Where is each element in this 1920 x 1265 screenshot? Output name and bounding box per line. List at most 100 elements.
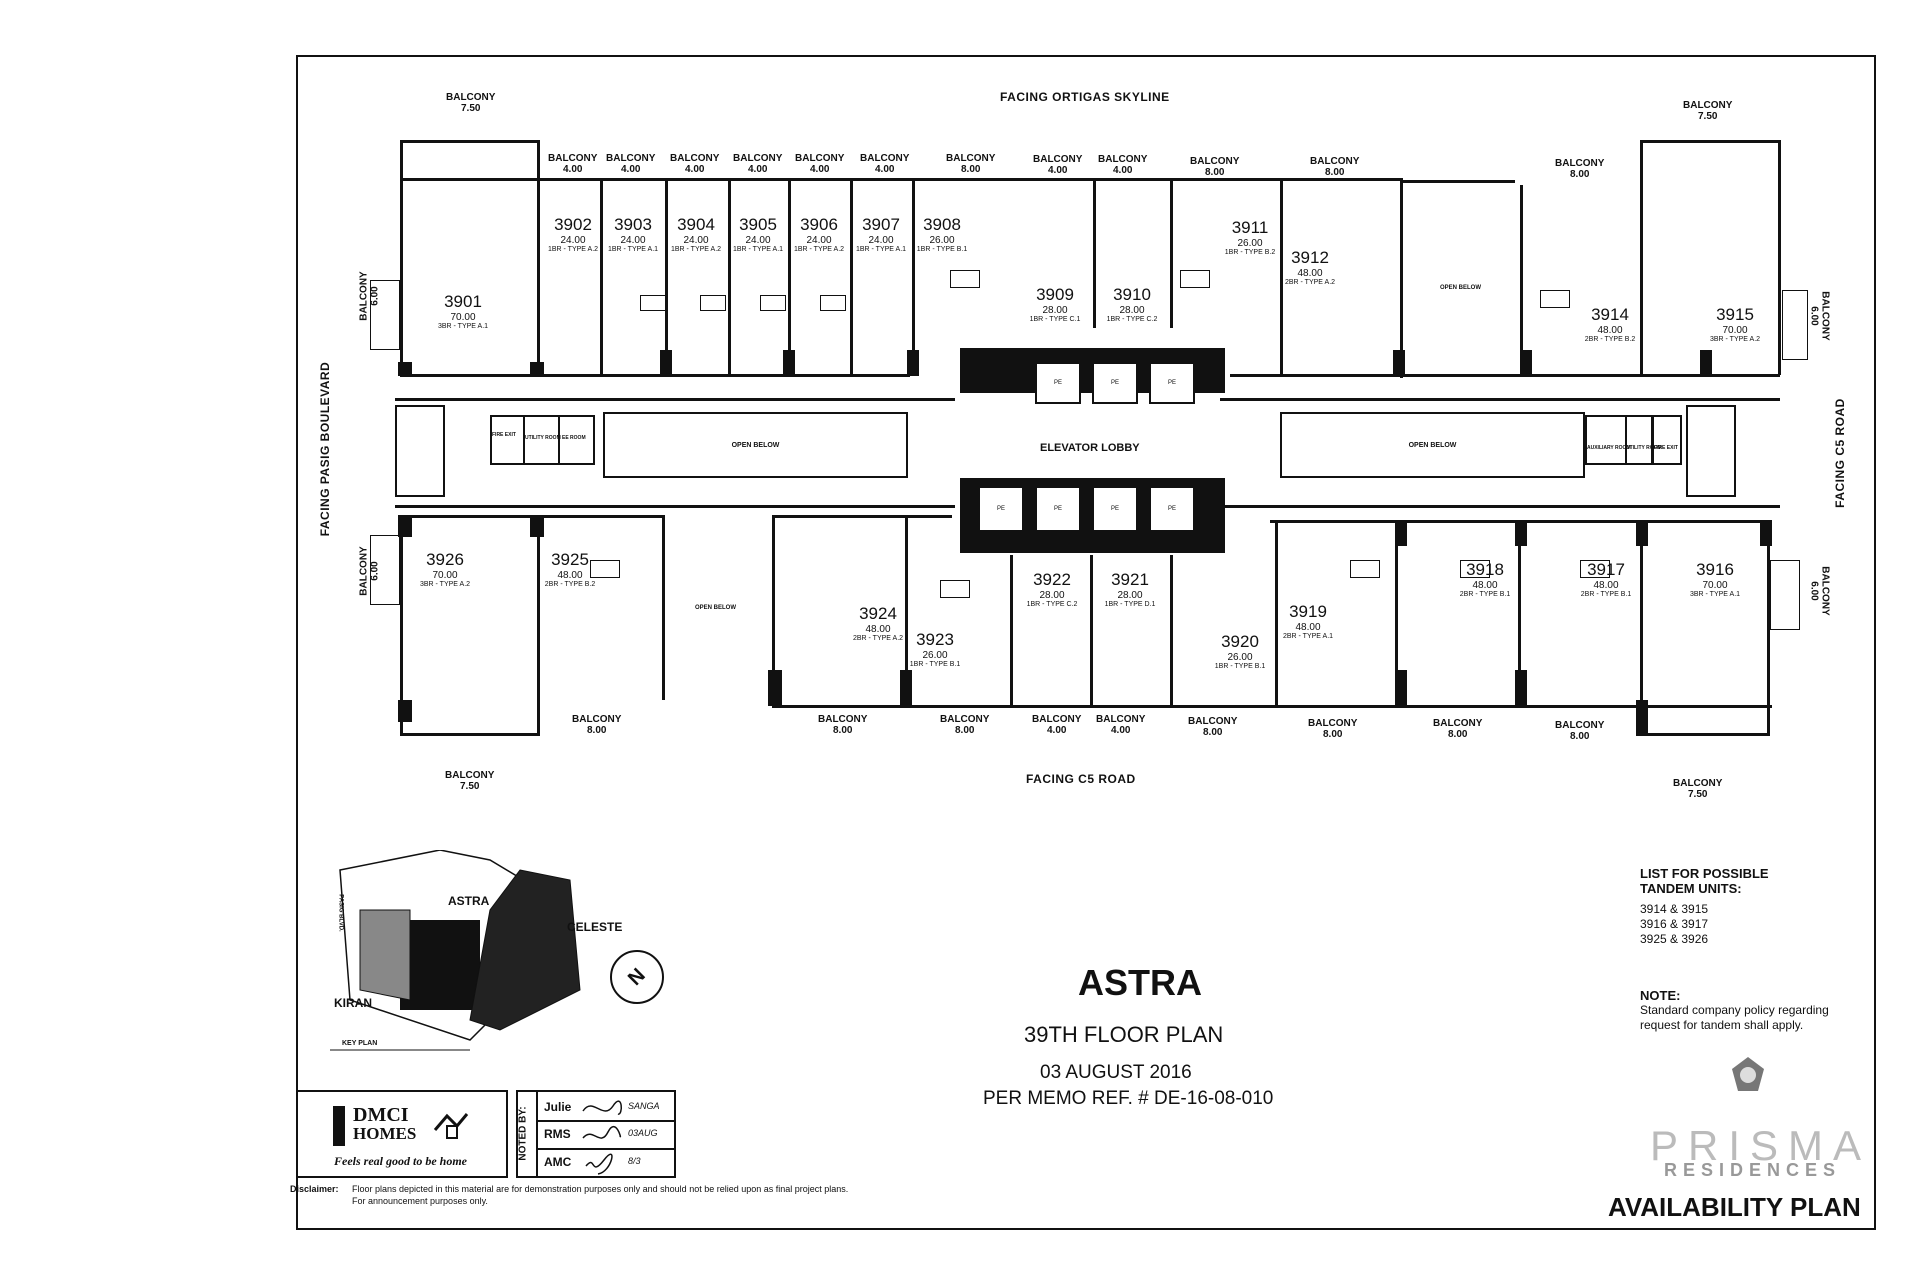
right-stair xyxy=(1686,405,1736,497)
unit-3924[interactable]: 3924 48.00 2BR - TYPE A.2 xyxy=(848,604,908,642)
unit-3926[interactable]: 3926 70.00 3BR - TYPE A.2 xyxy=(410,550,480,588)
note-heading: NOTE: xyxy=(1640,988,1681,1003)
unit-type: 2BR - TYPE A.2 xyxy=(852,635,904,642)
wall xyxy=(537,515,540,735)
tandem-item: 3916 & 3917 xyxy=(1640,917,1709,931)
unit-type: 1BR - TYPE B.1 xyxy=(909,661,961,668)
column xyxy=(900,670,912,706)
tandem-item: 3925 & 3926 xyxy=(1640,932,1709,946)
utility-room-right xyxy=(1625,415,1653,465)
elevator-label: PE xyxy=(1053,380,1062,386)
unit-3908[interactable]: 3908 26.00 1BR - TYPE B.1 xyxy=(914,215,970,253)
wall xyxy=(1230,374,1780,377)
column xyxy=(1515,520,1527,546)
unit-area: 28.00 xyxy=(1039,590,1065,601)
unit-3911[interactable]: 3911 26.00 1BR - TYPE B.2 xyxy=(1220,218,1280,256)
tandem-item: 3914 & 3915 xyxy=(1640,902,1709,916)
wall xyxy=(772,515,775,708)
unit-number: 3903 xyxy=(614,215,652,234)
unit-3919[interactable]: 3919 48.00 2BR - TYPE A.1 xyxy=(1278,602,1338,640)
column xyxy=(1636,520,1648,546)
elevator-label: PE xyxy=(1110,380,1119,386)
unit-3910[interactable]: 3910 28.00 1BR - TYPE C.2 xyxy=(1102,285,1162,323)
unit-3901[interactable]: 3901 70.00 3BR - TYPE A.1 xyxy=(428,292,498,330)
left-stair xyxy=(395,405,445,497)
disclaimer-line1: Floor plans depicted in this material ar… xyxy=(352,1184,849,1194)
fixture xyxy=(1180,270,1210,288)
unit-3917[interactable]: 3917 48.00 2BR - TYPE B.1 xyxy=(1576,560,1636,598)
wall xyxy=(1640,140,1780,143)
wall xyxy=(1778,140,1781,375)
unit-3923[interactable]: 3923 26.00 1BR - TYPE B.1 xyxy=(905,630,965,668)
key-plan-kiran: KIRAN xyxy=(334,996,372,1010)
unit-3921[interactable]: 3921 28.00 1BR - TYPE D.1 xyxy=(1100,570,1160,608)
unit-3920[interactable]: 3920 26.00 1BR - TYPE B.1 xyxy=(1210,632,1270,670)
unit-type: 3BR - TYPE A.1 xyxy=(437,323,489,330)
wall xyxy=(400,140,403,375)
column xyxy=(783,350,795,376)
note-text: Standard company policy regarding reques… xyxy=(1640,1003,1829,1032)
unit-3918[interactable]: 3918 48.00 2BR - TYPE B.1 xyxy=(1455,560,1515,598)
unit-area: 28.00 xyxy=(1117,590,1143,601)
fixture xyxy=(820,295,846,311)
fire-exit-label-right: FIRE EXIT xyxy=(1654,445,1678,451)
fixture xyxy=(1580,560,1610,578)
unit-3914[interactable]: 3914 48.00 2BR - TYPE B.2 xyxy=(1580,305,1640,343)
unit-number: 3914 xyxy=(1591,305,1629,324)
unit-3904[interactable]: 3904 24.00 1BR - TYPE A.2 xyxy=(668,215,724,253)
unit-area: 24.00 xyxy=(683,235,709,246)
fixture xyxy=(590,560,620,578)
unit-area: 48.00 xyxy=(1593,580,1619,591)
wall xyxy=(788,178,791,374)
fixture xyxy=(940,580,970,598)
open-below-label-lower: OPEN BELOW xyxy=(695,605,737,611)
unit-type: 1BR - TYPE A.1 xyxy=(855,246,907,253)
wall xyxy=(1280,178,1283,374)
unit-3912[interactable]: 3912 48.00 2BR - TYPE A.2 xyxy=(1280,248,1340,286)
disclaimer-label: Disclaimer: xyxy=(290,1184,339,1194)
unit-3925[interactable]: 3925 48.00 2BR - TYPE B.2 xyxy=(540,550,600,588)
unit-3915[interactable]: 3915 70.00 3BR - TYPE A.2 xyxy=(1700,305,1770,343)
unit-3916[interactable]: 3916 70.00 3BR - TYPE A.1 xyxy=(1680,560,1750,598)
unit-type: 1BR - TYPE B.2 xyxy=(1224,249,1276,256)
wall xyxy=(400,515,403,735)
wall xyxy=(1640,733,1770,736)
column xyxy=(660,350,672,376)
wall xyxy=(1220,505,1780,508)
unit-3906[interactable]: 3906 24.00 1BR - TYPE A.2 xyxy=(791,215,847,253)
unit-3907[interactable]: 3907 24.00 1BR - TYPE A.1 xyxy=(853,215,909,253)
wall xyxy=(905,515,908,705)
noted-by-box: NOTED BY: Julie SANGA RMS 03AUG AMC 8/3 xyxy=(516,1090,676,1178)
unit-number: 3923 xyxy=(916,630,954,649)
dmci-logo-box: DMCI HOMES Feels real good to be home xyxy=(296,1090,508,1178)
noted-by-initials: 03AUG xyxy=(628,1128,658,1138)
unit-area: 26.00 xyxy=(1227,652,1253,663)
unit-number: 3905 xyxy=(739,215,777,234)
unit-type: 2BR - TYPE B.1 xyxy=(1580,591,1632,598)
unit-area: 24.00 xyxy=(806,235,832,246)
column xyxy=(1700,350,1712,376)
wall xyxy=(537,140,540,375)
unit-number: 3921 xyxy=(1111,570,1149,589)
facing-bottom-label: FACING C5 ROAD xyxy=(1026,772,1136,786)
wall xyxy=(1640,520,1643,735)
noted-by-label: NOTED BY: xyxy=(517,1106,529,1161)
elevator: PE xyxy=(1035,362,1081,404)
unit-area: 70.00 xyxy=(450,312,476,323)
column xyxy=(1395,670,1407,706)
unit-3905[interactable]: 3905 24.00 1BR - TYPE A.1 xyxy=(730,215,786,253)
unit-type: 1BR - TYPE B.1 xyxy=(916,246,968,253)
unit-area: 28.00 xyxy=(1042,305,1068,316)
unit-3903[interactable]: 3903 24.00 1BR - TYPE A.1 xyxy=(605,215,661,253)
unit-3902[interactable]: 3902 24.00 1BR - TYPE A.2 xyxy=(545,215,601,253)
dmci-tower-icon xyxy=(333,1106,345,1146)
unit-3922[interactable]: 3922 28.00 1BR - TYPE C.2 xyxy=(1022,570,1082,608)
unit-3909[interactable]: 3909 28.00 1BR - TYPE C.1 xyxy=(1025,285,1085,323)
